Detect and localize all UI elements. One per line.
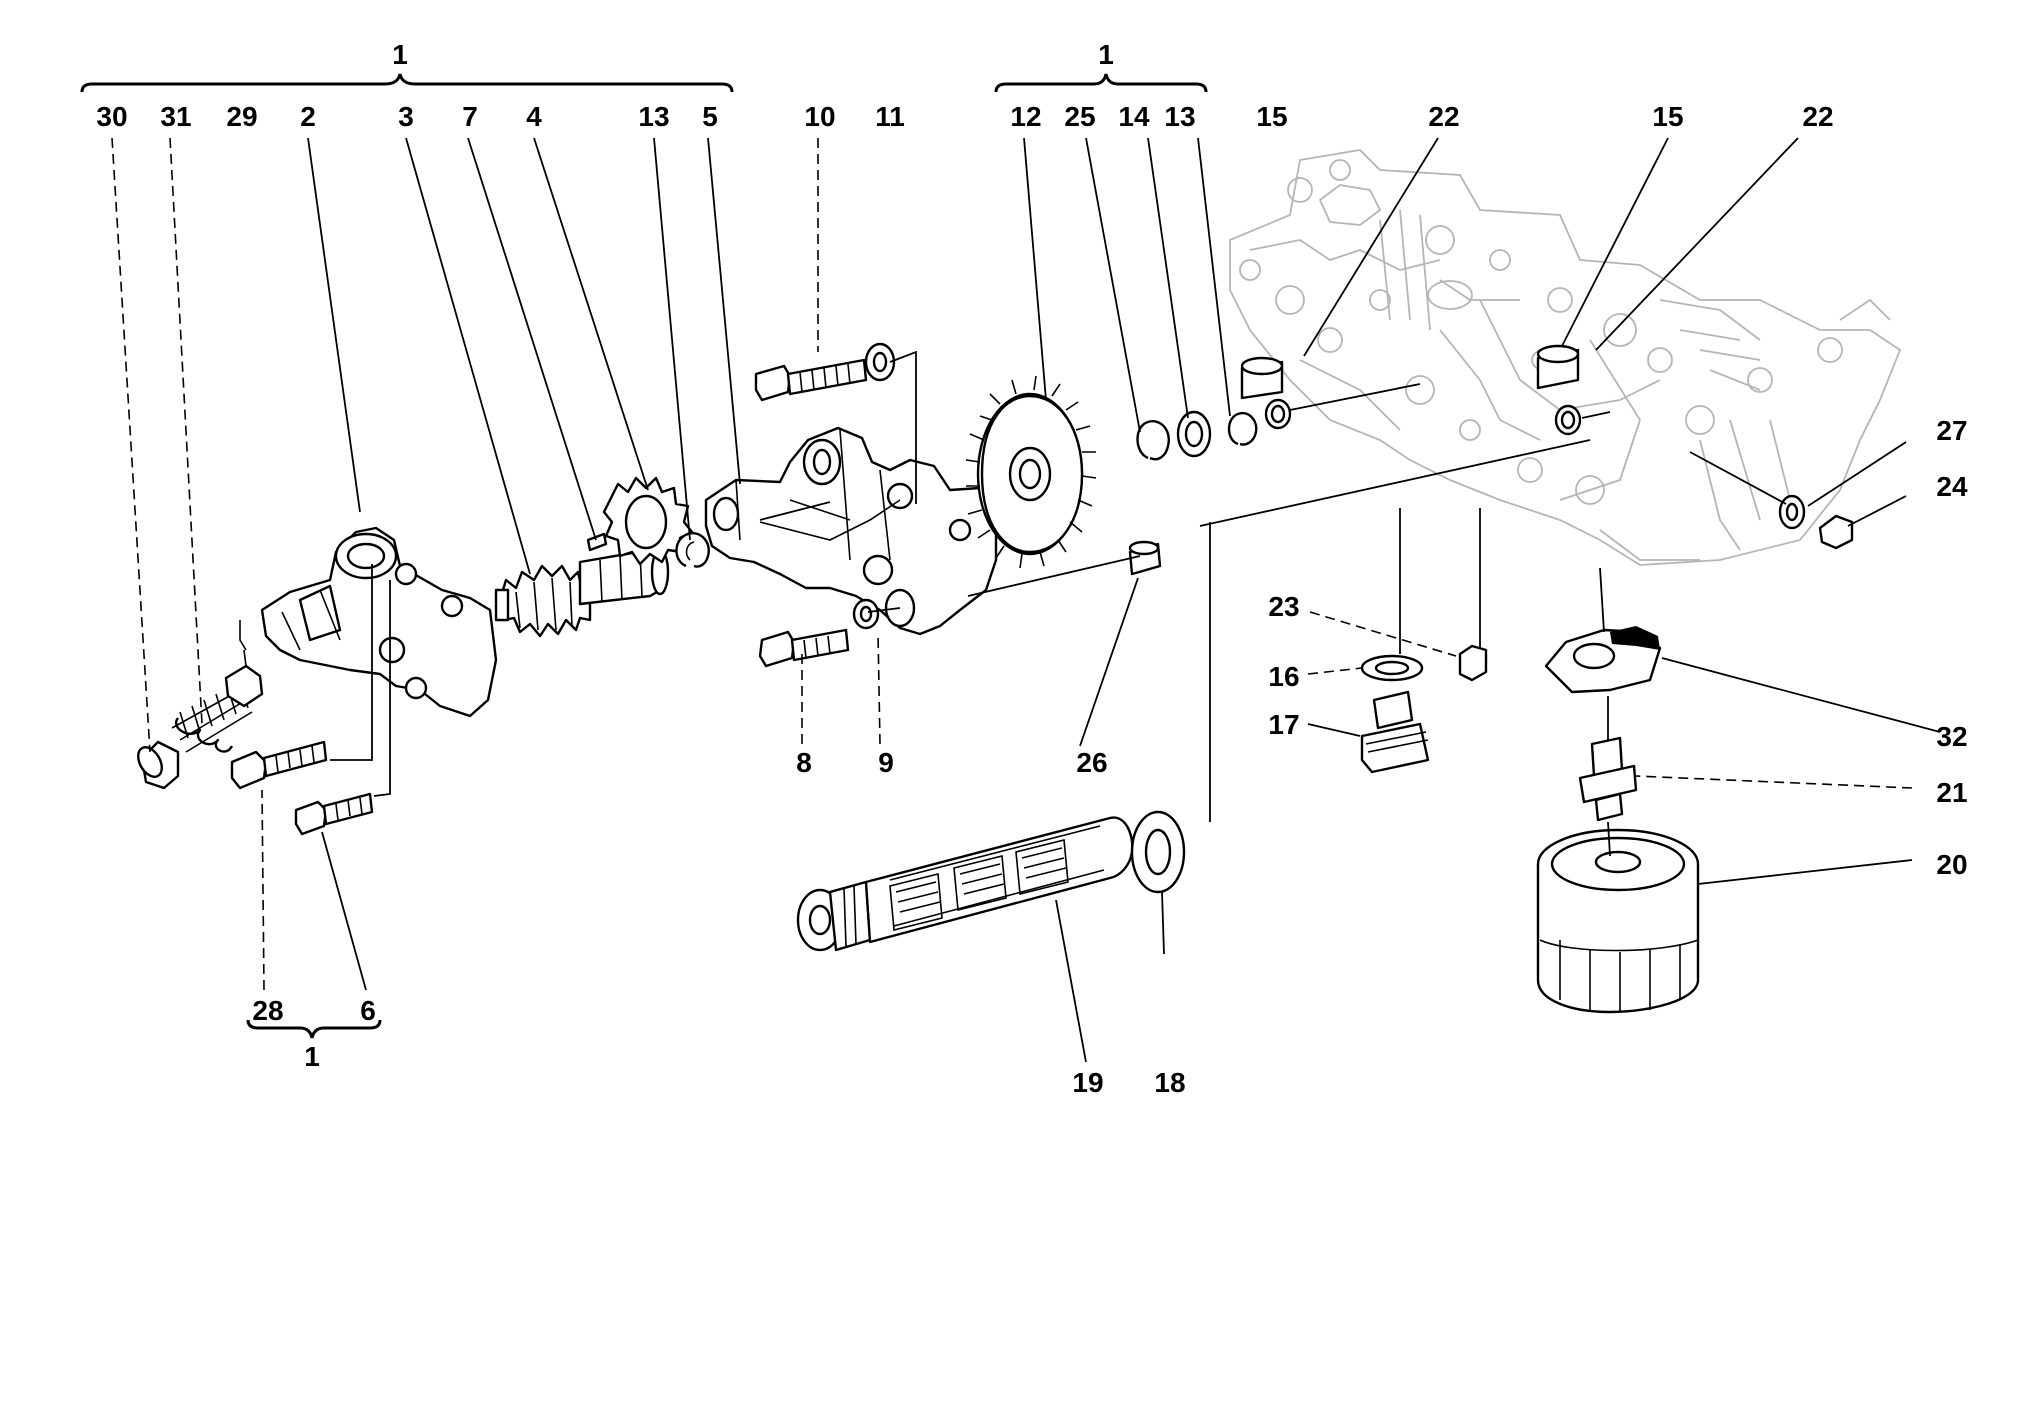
washer-lower xyxy=(852,598,880,630)
callout-16: 16 xyxy=(1268,661,1299,692)
callout-29: 29 xyxy=(226,101,257,132)
pump-body xyxy=(704,426,998,636)
pump-shaft xyxy=(578,532,670,606)
driven-gear xyxy=(494,564,592,638)
drain-plug-17 xyxy=(1360,690,1430,774)
drive-gear xyxy=(602,476,694,566)
filter-nipple xyxy=(1578,736,1638,822)
callout-15: 15 xyxy=(1652,101,1683,132)
screw-28 xyxy=(230,740,328,790)
callout-4: 4 xyxy=(526,101,542,132)
bushing-14 xyxy=(1176,410,1212,458)
plug-24 xyxy=(1818,514,1854,550)
callout-24: 24 xyxy=(1936,471,1968,502)
callout-3: 3 xyxy=(398,101,414,132)
relief-valve-piston xyxy=(224,620,264,708)
oil-filter xyxy=(1536,828,1700,1014)
callout-12: 12 xyxy=(1010,101,1041,132)
alignment-lines xyxy=(330,350,1787,857)
callout-11: 11 xyxy=(875,101,905,132)
oring-right xyxy=(1554,404,1582,436)
callout-13: 13 xyxy=(1164,101,1195,132)
dowel-26 xyxy=(1128,540,1162,576)
callout-22: 22 xyxy=(1802,101,1833,132)
callout-20: 20 xyxy=(1936,849,1967,880)
callout-31: 31 xyxy=(160,101,191,132)
callout-7: 7 xyxy=(462,101,478,132)
sleeve-right xyxy=(1536,344,1580,390)
callout-27: 27 xyxy=(1936,415,1967,446)
callout-23: 23 xyxy=(1268,591,1299,622)
callout-19: 19 xyxy=(1072,1067,1103,1098)
callout-14: 14 xyxy=(1118,101,1150,132)
screw-lower xyxy=(758,628,850,668)
oil-strainer xyxy=(796,816,1134,952)
callout-5: 5 xyxy=(702,101,718,132)
large-gear xyxy=(965,375,1097,569)
circlip-right xyxy=(1227,411,1258,446)
pump-cover xyxy=(260,526,498,718)
part-labels: 1 1 1 30 31 29 2 3 7 4 13 5 10 11 12 25 … xyxy=(96,39,1968,1098)
relief-valve-cap xyxy=(137,740,180,790)
oring-left xyxy=(1264,398,1292,430)
callout-25: 25 xyxy=(1064,101,1095,132)
callout-26: 26 xyxy=(1076,747,1107,778)
callout-22: 22 xyxy=(1428,101,1459,132)
screw-upper xyxy=(754,358,868,402)
washer-27 xyxy=(1778,494,1806,530)
callout-21: 21 xyxy=(1936,777,1967,808)
sleeve-left xyxy=(1240,356,1284,400)
circlip-left xyxy=(675,532,710,568)
callout-15: 15 xyxy=(1256,101,1287,132)
callout-2: 2 xyxy=(300,101,316,132)
callout-10: 10 xyxy=(804,101,835,132)
bracket-label: 1 xyxy=(1098,39,1114,70)
bracket-top-mid xyxy=(994,73,1208,93)
filter-adapter-plate xyxy=(1544,626,1662,694)
callout-9: 9 xyxy=(878,747,894,778)
callout-17: 17 xyxy=(1268,709,1299,740)
plug-23 xyxy=(1458,644,1488,682)
callout-8: 8 xyxy=(796,747,812,778)
washer-upper xyxy=(864,342,896,382)
leader-lines xyxy=(111,137,1941,1063)
bracket-label: 1 xyxy=(304,1041,320,1072)
screw-6 xyxy=(294,792,374,836)
circlip-gear xyxy=(1136,420,1170,461)
relief-valve-spring xyxy=(171,681,253,753)
callout-32: 32 xyxy=(1936,721,1967,752)
bracket-top-left xyxy=(80,73,734,93)
callout-6: 6 xyxy=(360,995,376,1026)
seal-ring-18 xyxy=(1130,810,1186,894)
callout-30: 30 xyxy=(96,101,127,132)
washer-16 xyxy=(1360,654,1424,682)
callout-28: 28 xyxy=(252,995,283,1026)
callout-13: 13 xyxy=(638,101,669,132)
bracket-bottom xyxy=(246,1019,382,1039)
bracket-label: 1 xyxy=(392,39,408,70)
callout-18: 18 xyxy=(1154,1067,1185,1098)
